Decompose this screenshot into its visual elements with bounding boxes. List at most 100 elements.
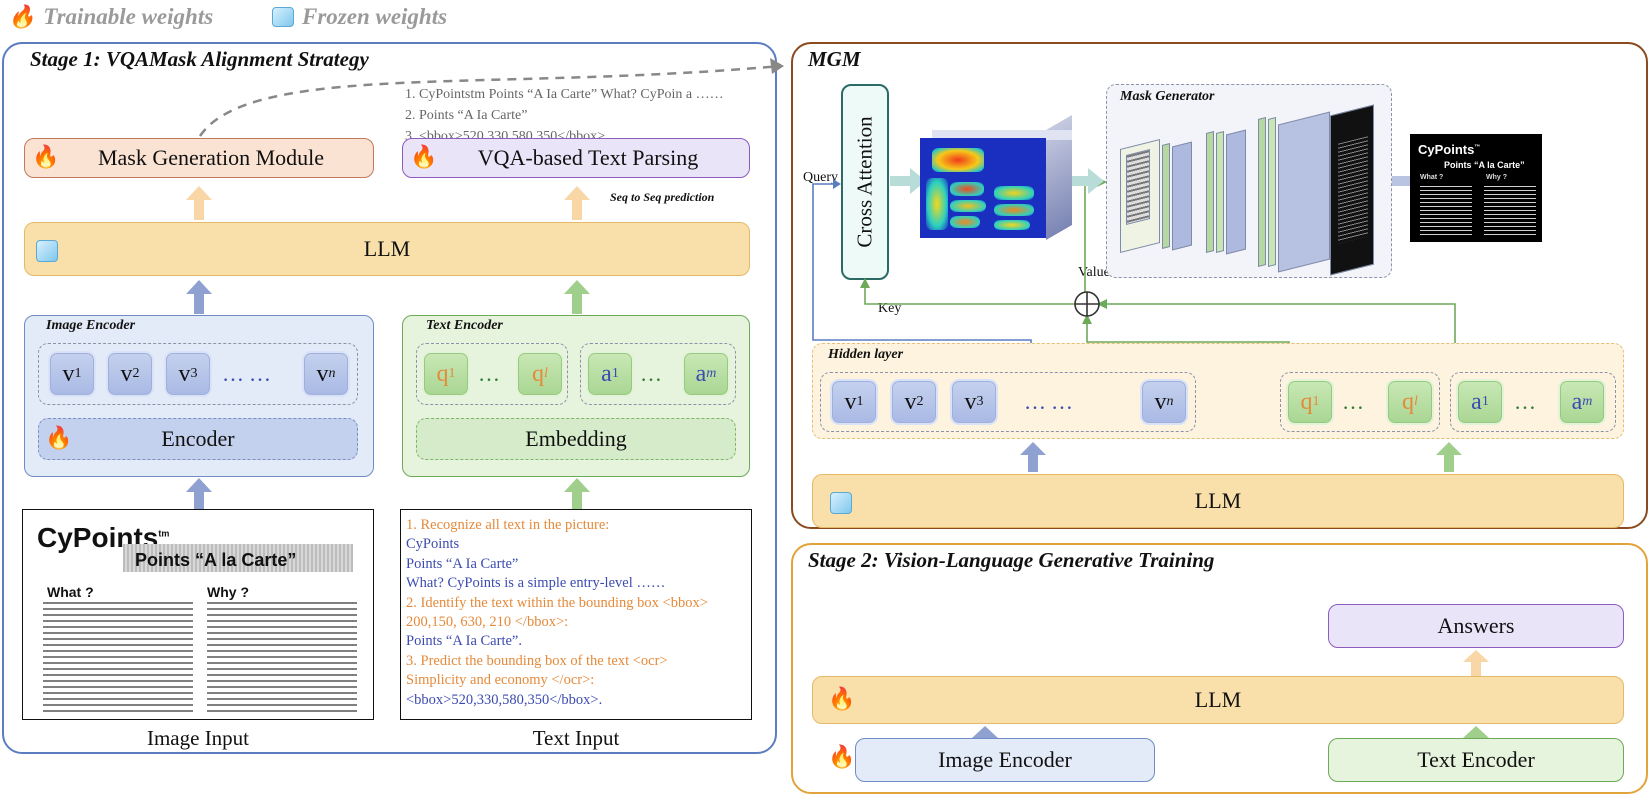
- fire-icon: 🔥: [828, 744, 856, 769]
- arrow-text-encoder-to-llm: [564, 280, 590, 314]
- fire-icon: 🔥: [828, 686, 856, 711]
- mgm-label: Mask Generation Module: [97, 145, 325, 170]
- arrow-mgm-llm-to-visual: [1020, 442, 1046, 472]
- mask-generator-label: Mask Generator: [1120, 89, 1215, 104]
- legend-trainable-label: Trainable weights: [43, 4, 214, 29]
- hidden-layer-label: Hidden layer: [828, 347, 904, 362]
- mask-output-subtitle: Points “A la Carte”: [1444, 160, 1525, 170]
- text-input-line-6: 200,150, 630, 210 </bbox>:: [406, 614, 569, 631]
- mask-output-image: CyPoints™ Points “A la Carte” What ? Why…: [1410, 134, 1542, 242]
- stage2-text-encoder: Text Encoder: [1328, 738, 1624, 782]
- ice-icon: [830, 492, 852, 514]
- text-input-line-4: What? CyPoints is a simple entry-level ……: [406, 575, 666, 592]
- legend-frozen: Frozen weights: [272, 4, 447, 30]
- text-input-line-1: 1. Recognize all text in the picture:: [406, 517, 610, 533]
- arrow-llm-to-vqa: [564, 186, 590, 220]
- vqa-label: VQA-based Text Parsing: [477, 145, 699, 170]
- arrow-llm-to-mgm: [186, 186, 212, 220]
- doc-col2-heading: Why ?: [207, 584, 249, 600]
- text-input-line-9: Simplicity and economy </ocr>:: [406, 672, 595, 689]
- arrow-image-encoder-to-llm: [186, 280, 212, 314]
- answer-token-dots: …: [640, 361, 667, 386]
- text-encoder-label: Text Encoder: [426, 318, 503, 333]
- encoder-label: Encoder: [161, 426, 235, 451]
- arrow-image-to-encoder: [186, 478, 212, 510]
- doc-col1-heading: What ?: [47, 584, 94, 600]
- question-token-group: [416, 343, 568, 405]
- mask-output-title: CyPoints™: [1418, 142, 1481, 157]
- hidden-answer-token-dots: …: [1514, 389, 1541, 414]
- text-input-caption: Text Input: [532, 726, 620, 750]
- stage2-image-encoder-label: Image Encoder: [938, 747, 1072, 772]
- fire-icon: 🔥: [32, 144, 60, 169]
- text-input-line-10: <bbox>520,330,580,350</bbox>.: [406, 691, 603, 708]
- legend-trainable: 🔥 Trainable weights: [8, 4, 213, 30]
- stage2-image-encoder: Image Encoder: [855, 738, 1155, 782]
- fire-icon: 🔥: [410, 144, 438, 169]
- arrow-text-to-encoder: [564, 478, 590, 510]
- answer-token-group: [580, 343, 736, 405]
- mask-output-col2-heading: Why ?: [1486, 174, 1507, 181]
- fire-icon: 🔥: [45, 425, 73, 450]
- text-input-box: [400, 509, 752, 720]
- fire-icon: 🔥: [8, 4, 36, 29]
- attention-heatmap: [920, 138, 1046, 238]
- dashed-link-to-mgm: [198, 58, 784, 137]
- text-input-line-8: 3. Predict the bounding box of the text …: [406, 652, 668, 669]
- encoder-box: Encoder: [38, 418, 358, 460]
- arrow-stage2-llm-to-answers: [1463, 650, 1489, 676]
- heatmap-cube-top: [932, 130, 1072, 140]
- seq-prediction-label: Seq to Seq prediction: [610, 190, 715, 204]
- value-label: Value: [1078, 265, 1110, 280]
- output-line-1: 1. CyPointstm Points “A Ia Carte” What? …: [405, 87, 724, 102]
- embedding-box: Embedding: [416, 418, 736, 460]
- arrow-mgm-llm-to-text: [1436, 442, 1462, 472]
- stage2-llm-label: LLM: [1194, 687, 1242, 712]
- mask-output-col1-heading: What ?: [1420, 174, 1444, 181]
- doc-banner: [123, 544, 353, 572]
- stage1-llm-label: LLM: [363, 236, 411, 261]
- mask-generator-layers: [1112, 104, 1388, 276]
- hidden-question-token-group: [1280, 372, 1440, 432]
- stage2-panel: [791, 543, 1648, 794]
- mgm-panel: [791, 42, 1648, 529]
- question-token-dots: …: [478, 361, 505, 386]
- answers-label: Answers: [1437, 613, 1515, 638]
- image-encoder-label: Image Encoder: [46, 318, 136, 333]
- stage1-panel: [2, 42, 777, 754]
- hidden-question-token-dots: …: [1342, 389, 1369, 414]
- text-input-content: 1. Recognize all text in the picture: Cy…: [406, 516, 750, 710]
- mask-generation-module: Mask Generation Module: [24, 138, 374, 178]
- output-line-2: 2. Points “A Ia Carte”: [405, 108, 528, 123]
- doc-col1-text: [43, 602, 193, 712]
- legend-frozen-label: Frozen weights: [302, 4, 448, 29]
- hidden-answer-token-group: [1450, 372, 1616, 432]
- ice-icon: [36, 240, 58, 262]
- stage2-llm: LLM: [812, 676, 1624, 724]
- answers-box: Answers: [1328, 604, 1624, 648]
- text-input-line-3: Points “A Ia Carte”: [406, 555, 519, 572]
- doc-col2-text: [207, 602, 357, 712]
- mgm-title: MGM: [808, 47, 861, 71]
- vqa-text-parsing: VQA-based Text Parsing: [402, 138, 750, 178]
- arrow-ca-to-heatmap: [890, 168, 926, 194]
- text-input-line-2: CyPoints: [406, 536, 460, 553]
- stage1-title: Stage 1: VQAMask Alignment Strategy: [30, 47, 369, 71]
- ice-icon: [272, 7, 294, 27]
- embedding-label: Embedding: [525, 426, 627, 451]
- text-input-line-7: Points “A Ia Carte”.: [406, 633, 522, 650]
- stage2-text-encoder-label: Text Encoder: [1417, 747, 1535, 772]
